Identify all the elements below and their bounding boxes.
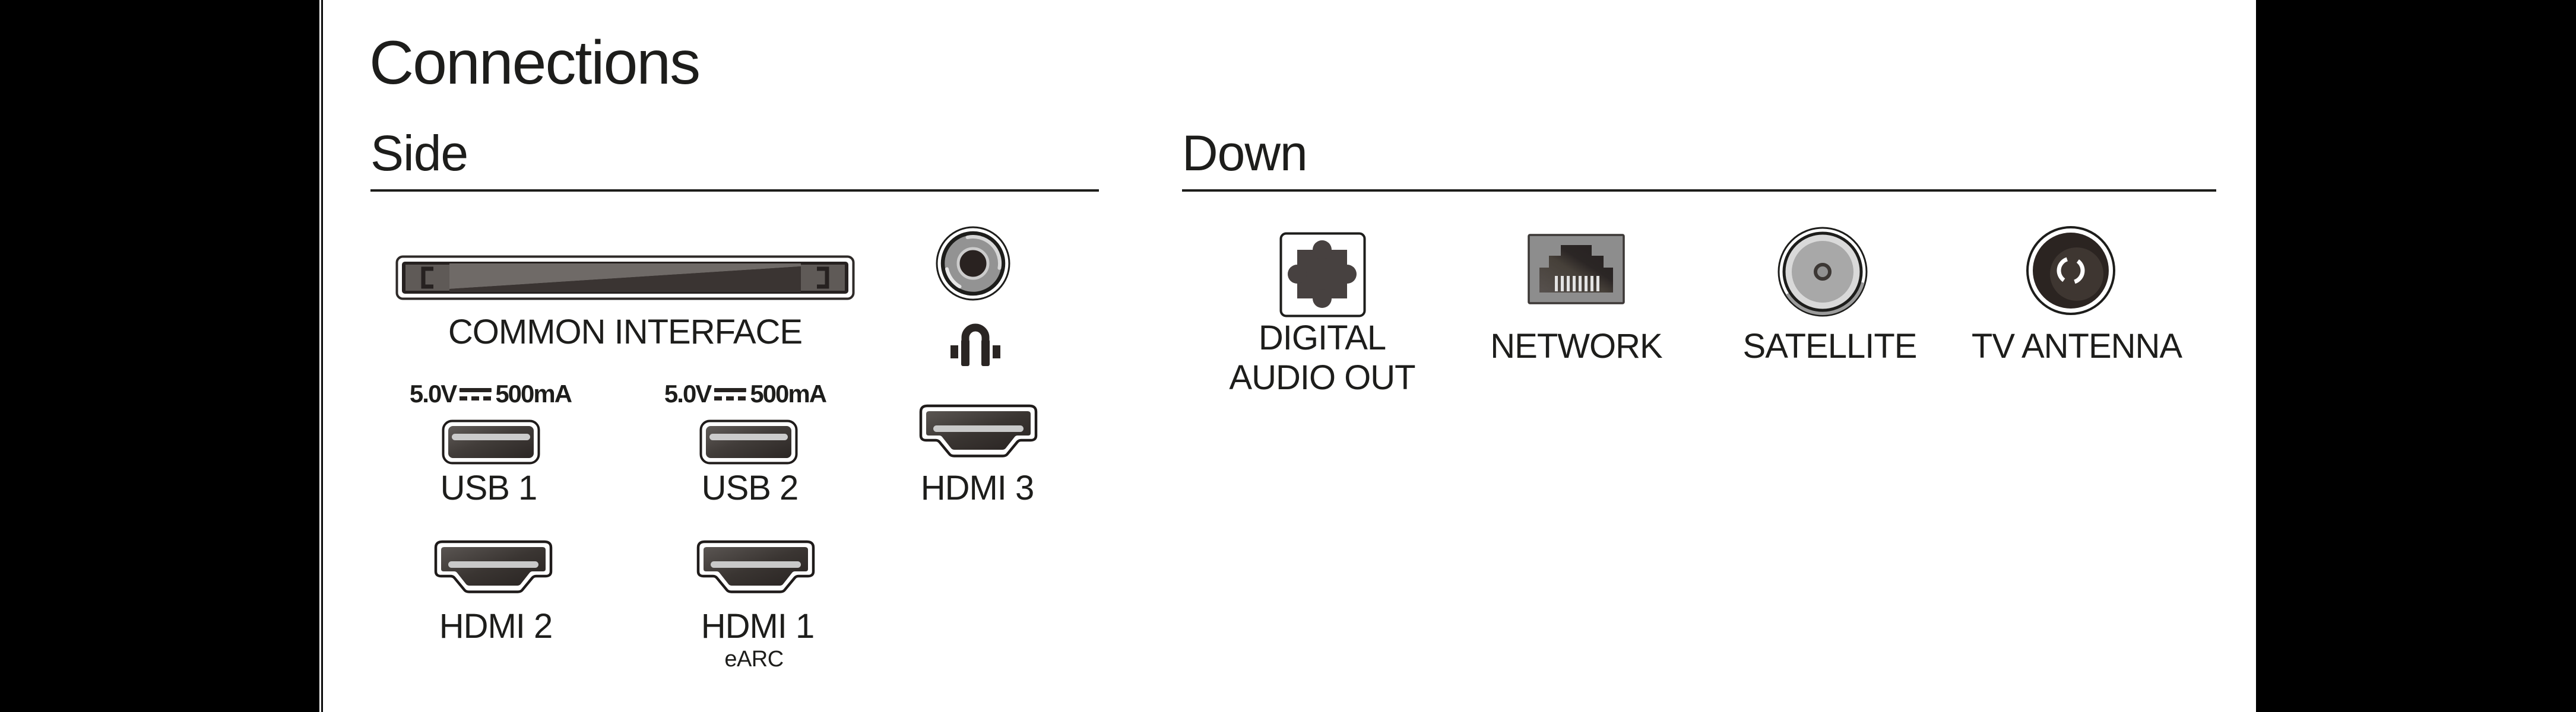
hdmi3-port-icon bbox=[919, 404, 1038, 459]
optical-audio-out-icon bbox=[1279, 232, 1366, 317]
usb1-power-volts: 5.0V bbox=[409, 380, 457, 408]
section-heading-down: Down bbox=[1182, 125, 1308, 181]
page-border-line bbox=[321, 0, 323, 712]
page-title: Connections bbox=[369, 28, 701, 97]
usb1-power-current: 500mA bbox=[495, 380, 572, 408]
hdmi2-port-icon bbox=[434, 540, 553, 595]
left-black-margin bbox=[0, 0, 319, 712]
digital-audio-out-label-line2: AUDIO OUT bbox=[1229, 358, 1415, 397]
side-section-rule bbox=[370, 189, 1099, 192]
headphones-icon bbox=[950, 323, 1000, 366]
headphone-jack-icon bbox=[936, 226, 1010, 301]
common-interface-slot-icon bbox=[395, 255, 855, 300]
digital-audio-out-label-line1: DIGITAL bbox=[1258, 319, 1386, 357]
antenna-connector-icon bbox=[2026, 226, 2115, 315]
satellite-label: SATELLITE bbox=[1742, 327, 1918, 365]
usb2-power-current: 500mA bbox=[750, 380, 827, 408]
network-label: NETWORK bbox=[1490, 327, 1662, 365]
usb1-power-rating: 5.0V 500mA bbox=[409, 380, 572, 408]
satellite-connector-icon bbox=[1777, 227, 1868, 317]
hdmi3-label: HDMI 3 bbox=[920, 469, 1035, 507]
hdmi1-port-icon bbox=[696, 540, 815, 595]
common-interface-label: COMMON INTERFACE bbox=[448, 313, 803, 351]
hdmi1-earc-sublabel: eARC bbox=[724, 647, 784, 672]
usb2-label: USB 2 bbox=[701, 469, 799, 507]
hdmi2-label: HDMI 2 bbox=[439, 607, 553, 646]
tv-antenna-label: TV ANTENNA bbox=[1971, 327, 2182, 365]
usb1-label: USB 1 bbox=[440, 469, 538, 507]
section-heading-side: Side bbox=[370, 125, 468, 181]
usb2-power-rating: 5.0V 500mA bbox=[664, 380, 827, 408]
hdmi1-label: HDMI 1 bbox=[701, 607, 815, 646]
down-section-rule bbox=[1182, 189, 2216, 192]
usb1-port-icon bbox=[442, 419, 540, 465]
usb2-port-icon bbox=[699, 419, 798, 465]
right-black-margin bbox=[2256, 0, 2576, 712]
usb2-power-volts: 5.0V bbox=[664, 380, 712, 408]
dc-symbol-icon bbox=[714, 387, 747, 401]
dc-symbol-icon bbox=[460, 387, 492, 401]
ethernet-port-icon bbox=[1528, 234, 1625, 304]
